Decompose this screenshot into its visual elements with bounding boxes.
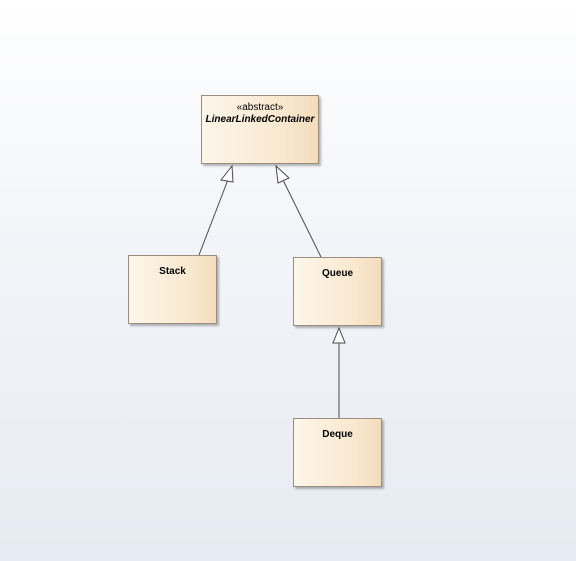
inheritance-arrowhead-icon [332,326,346,344]
class-name: Queue [321,268,354,279]
generalization-stack-to-container[interactable] [198,180,228,256]
class-name: Deque [322,429,353,440]
class-name: Stack [159,266,186,277]
class-stack[interactable]: Stack [128,255,217,324]
inheritance-arrowhead-icon [220,164,234,183]
class-linear-linked-container[interactable]: «abstract» LinearLinkedContainer [201,95,319,164]
class-deque[interactable]: Deque [293,418,382,487]
class-queue[interactable]: Queue [293,257,382,326]
inheritance-arrowhead-icon [275,164,290,184]
class-stereotype: «abstract» [236,102,284,113]
class-name: LinearLinkedContainer [205,114,315,125]
generalization-queue-to-container[interactable] [283,180,322,258]
